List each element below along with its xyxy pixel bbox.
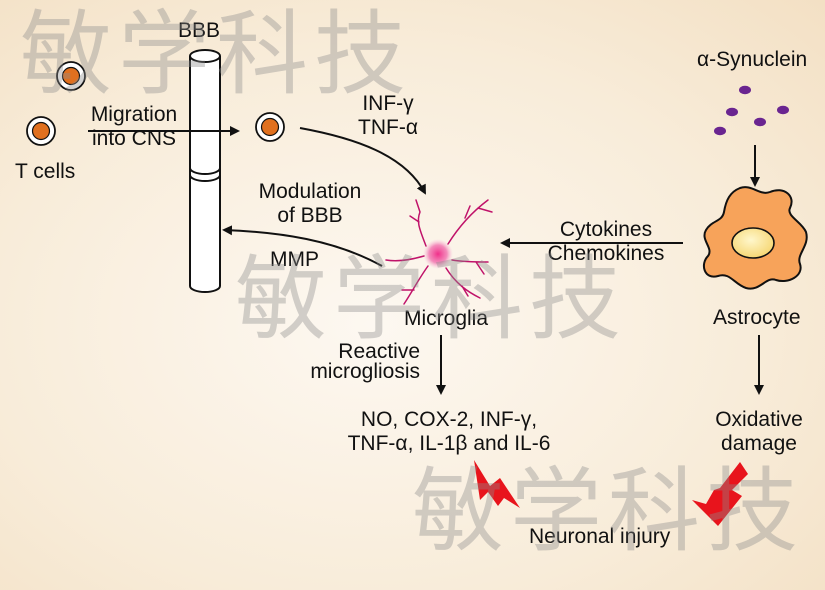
bbb-label: BBB [178, 19, 221, 42]
modulation-label: Modulation of BBB [245, 180, 375, 228]
microglia-label: Microglia [404, 307, 489, 330]
t-cells-label: T cells [15, 160, 76, 183]
astrocyte-cell [702, 186, 808, 290]
t-cell-1 [56, 61, 86, 91]
alpha-synuclein-label: α-Synuclein [697, 48, 808, 71]
reactive-label-line2: microgliosis [310, 360, 420, 383]
mmp-label: MMP [270, 248, 319, 271]
microglia-cell [385, 199, 493, 305]
astrocyte-label: Astrocyte [713, 306, 801, 329]
alpha-synuclein-particles [714, 85, 789, 136]
mediators-label: NO, COX-2, INF-γ, TNF-α, IL-1β and IL-6 [318, 408, 580, 456]
inf-gamma-label: INF-γ [362, 92, 414, 115]
neuronal-injury-label: Neuronal injury [529, 525, 671, 548]
bbb-modulation-arrow [222, 225, 383, 267]
lightning-left-icon [474, 460, 520, 508]
cytokines-text: Cytokines [559, 218, 653, 241]
reactive-label-line1: Reactive [338, 340, 420, 363]
cytokine-release-arrow [299, 127, 426, 195]
migration-label: Migration into CNS [84, 103, 184, 151]
t-cell-migrated [255, 112, 285, 142]
oxidative-label-line2: damage [721, 432, 797, 455]
bbb-tube [189, 49, 221, 293]
tnf-alpha-label: TNF-α [358, 116, 418, 139]
migration-label-line1: Migration [90, 103, 178, 126]
mediators-label-line2: TNF-α, IL-1β and IL-6 [347, 432, 551, 455]
cytokines-label: Cytokines Chemokines [535, 218, 677, 266]
chemokines-text: Chemokines [547, 242, 665, 265]
migration-label-line2: into CNS [91, 127, 177, 150]
oxidative-label-line1: Oxidative [715, 408, 803, 431]
reactive-microgliosis-label: Reactive microgliosis [290, 340, 420, 384]
modulation-label-line1: Modulation [258, 180, 362, 203]
oxidative-damage-label: Oxidative damage [700, 408, 818, 456]
mediators-label-line1: NO, COX-2, INF-γ, [360, 408, 538, 431]
modulation-label-line2: of BBB [277, 204, 343, 227]
t-cell-2 [26, 116, 56, 146]
lightning-right-icon [692, 462, 748, 526]
inf-tnf-label: INF-γ TNF-α [344, 92, 432, 140]
